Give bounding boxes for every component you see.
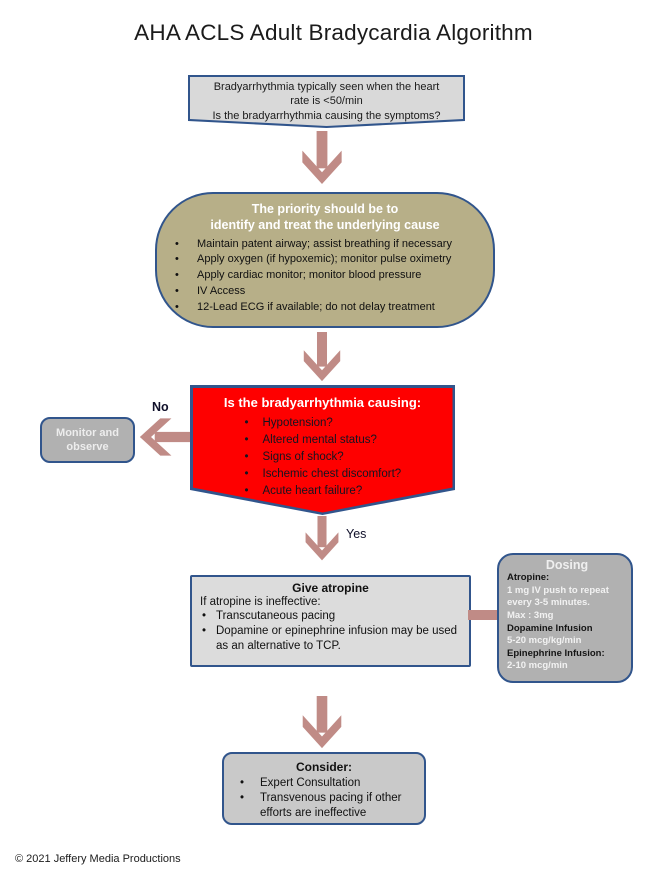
monitor-observe-box: Monitor and observe bbox=[40, 417, 135, 463]
list-item: • IV Access bbox=[175, 284, 479, 300]
bullet-text: Maintain patent airway; assist breathing… bbox=[197, 237, 452, 250]
bullet-text: Acute heart failure? bbox=[262, 484, 363, 497]
dosing-line: Atropine: bbox=[507, 572, 550, 583]
bullet-text: Expert Consultation bbox=[260, 777, 361, 789]
down-arrow-icon bbox=[305, 516, 339, 561]
atropine-title: Give atropine bbox=[292, 581, 369, 595]
start-line-1: Bradyarrhythmia typically seen when the … bbox=[213, 81, 440, 93]
bullet-text: 12-Lead ECG if available; do not delay t… bbox=[197, 301, 435, 314]
yes-label: Yes bbox=[346, 527, 367, 541]
dosing-line: 5-20 mcg/kg/min bbox=[507, 635, 582, 647]
bullet-icon: • bbox=[175, 301, 179, 314]
list-item: • Apply cardiac monitor; monitor blood pr… bbox=[175, 268, 479, 284]
bullet-icon: • bbox=[244, 467, 249, 480]
list-item: • 12-Lead ECG if available; do not delay … bbox=[175, 300, 479, 316]
start-line-2: rate is <50/min bbox=[290, 95, 363, 108]
list-item: • Signs of shock? bbox=[245, 449, 453, 466]
bullet-icon: • bbox=[244, 484, 249, 497]
bullet-text: Dopamine or epinephrine infusion may be … bbox=[216, 625, 458, 653]
start-line-3: Is the bradyarrhythmia causing the sympt… bbox=[212, 109, 441, 122]
left-arrow-icon bbox=[139, 418, 190, 456]
bullet-text: Apply oxygen (if hypoxemic); monitor pul… bbox=[197, 253, 452, 266]
bullet-text: Transcutaneous pacing bbox=[216, 610, 336, 622]
list-item: • Transcutaneous pacing bbox=[202, 609, 461, 624]
dosing-line: Dopamine Infusion bbox=[507, 622, 593, 634]
atropine-subtitle: If atropine is ineffective: bbox=[200, 596, 321, 608]
down-arrow-icon bbox=[302, 131, 342, 185]
list-item: • Ischemic chest discomfort? bbox=[245, 466, 453, 483]
consider-box: Consider: • Expert Consultation • Transven… bbox=[222, 752, 426, 825]
dosing-line: 2-10 mcg/min bbox=[507, 660, 568, 672]
copyright-text: © 2021 Jeffery Media Productions bbox=[15, 853, 181, 865]
page-title: AHA ACLS Adult Bradycardia Algorithm bbox=[134, 20, 533, 45]
bullet-text: Hypotension? bbox=[262, 416, 333, 429]
dosing-title: Dosing bbox=[545, 558, 589, 572]
bullet-text: Ischemic chest discomfort? bbox=[262, 467, 402, 480]
down-arrow-icon bbox=[303, 332, 341, 382]
bullet-icon: • bbox=[244, 433, 249, 446]
list-item: • Maintain patent airway; assist breathin… bbox=[175, 237, 479, 253]
priority-title-line-1: The priority should be to bbox=[251, 202, 399, 216]
list-item: • Altered mental status? bbox=[245, 432, 453, 449]
dosing-line: 1 mg IV push to repeat bbox=[507, 584, 609, 596]
bullet-icon: • bbox=[175, 285, 179, 298]
down-arrow-icon bbox=[302, 696, 342, 749]
decision-box: Is the bradyarrhythmia causing: • Hypoten… bbox=[190, 385, 455, 515]
bullet-text: Signs of shock? bbox=[262, 450, 344, 463]
list-item: • Apply oxygen (if hypoxemic); monitor pu… bbox=[175, 252, 479, 268]
bullet-icon: • bbox=[175, 269, 179, 282]
priority-box: The priority should be to identify and t… bbox=[155, 192, 495, 328]
dosing-connector bbox=[468, 610, 498, 620]
no-label: No bbox=[152, 400, 169, 414]
list-item: • Dopamine or epinephrine infusion may be… bbox=[202, 624, 461, 654]
bullet-icon: • bbox=[202, 610, 207, 622]
bullet-icon: • bbox=[240, 777, 245, 789]
bullet-text: Transvenous pacing if other efforts are … bbox=[260, 791, 402, 819]
start-box: Bradyarrhythmia typically seen when the … bbox=[188, 75, 465, 128]
bullet-icon: • bbox=[240, 791, 245, 804]
bullet-icon: • bbox=[202, 625, 207, 638]
dosing-line: Max : 3mg bbox=[507, 609, 554, 621]
dosing-box: Dosing Atropine: 1 mg IV push to repeat … bbox=[497, 553, 633, 683]
bullet-text: IV Access bbox=[197, 285, 246, 298]
monitor-observe-text: Monitor and observe bbox=[56, 426, 119, 453]
bullet-icon: • bbox=[175, 253, 179, 266]
atropine-box: Give atropine If atropine is ineffective… bbox=[190, 575, 471, 667]
list-item: • Expert Consultation bbox=[240, 776, 420, 791]
dosing-line: every 3-5 minutes. bbox=[507, 597, 590, 609]
dosing-line: Epinephrine Infusion: bbox=[507, 647, 605, 659]
bullet-icon: • bbox=[175, 237, 179, 250]
bullet-text: Altered mental status? bbox=[262, 433, 377, 446]
decision-title: Is the bradyarrhythmia causing: bbox=[223, 394, 422, 410]
consider-title: Consider: bbox=[295, 760, 352, 774]
bullet-icon: • bbox=[244, 450, 249, 463]
priority-title-line-2: identify and treat the underlying cause bbox=[210, 218, 440, 233]
list-item: • Transvenous pacing if other efforts are… bbox=[240, 791, 420, 821]
list-item: • Acute heart failure? bbox=[245, 483, 453, 500]
list-item: • Hypotension? bbox=[245, 415, 453, 432]
bullet-icon: • bbox=[244, 416, 249, 429]
bullet-text: Apply cardiac monitor; monitor blood pre… bbox=[197, 269, 422, 282]
